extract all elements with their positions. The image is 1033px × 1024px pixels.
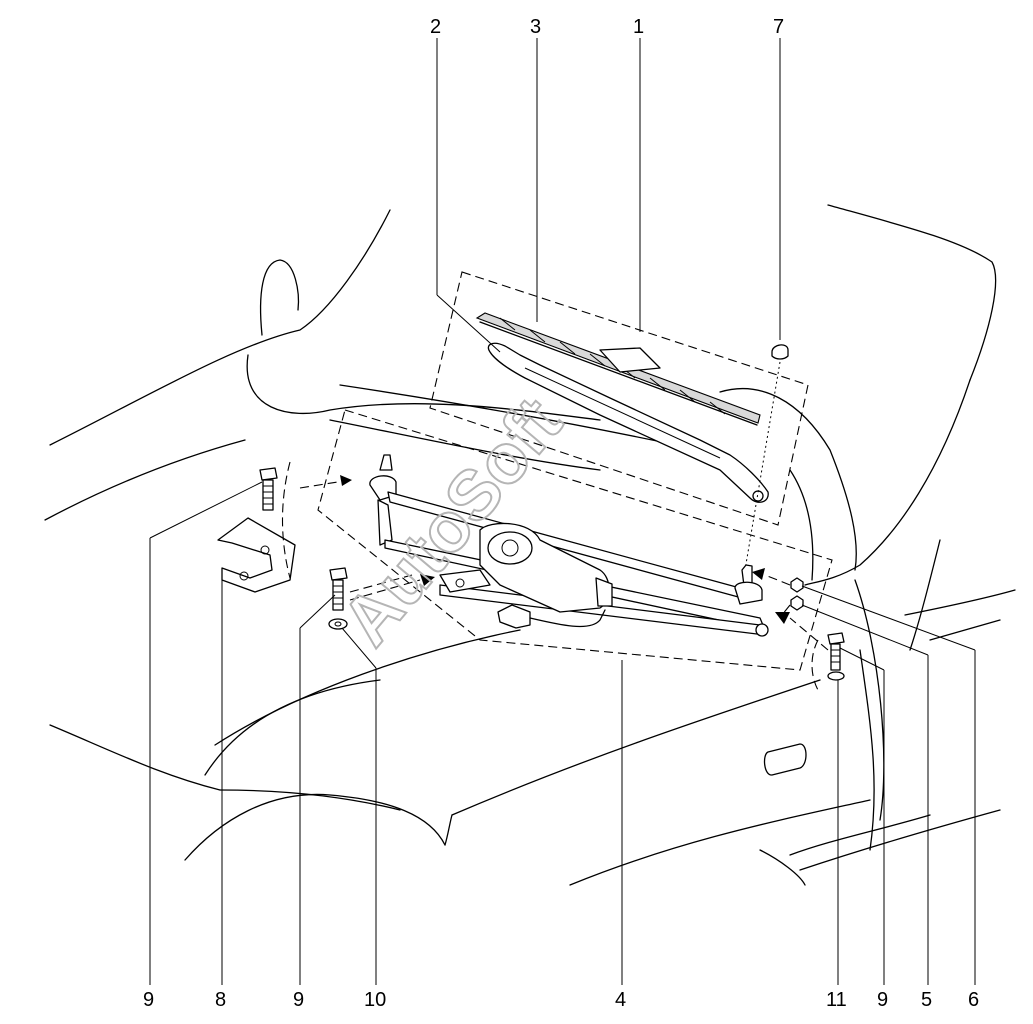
- callout-9-right: 9: [877, 989, 888, 1011]
- bracket: [217, 517, 296, 593]
- wiper-blade: [475, 312, 761, 426]
- wiper-arm: [487, 342, 769, 503]
- callout-10: 10: [364, 989, 386, 1011]
- nuts: [790, 577, 804, 611]
- wiper-linkage: [369, 454, 769, 637]
- bolt-left-upper: [259, 467, 278, 511]
- callout-11: 11: [826, 989, 847, 1011]
- callout-9-left: 9: [143, 989, 154, 1011]
- callout-3: 3: [530, 16, 541, 38]
- callout-5: 5: [921, 989, 932, 1011]
- callout-6: 6: [968, 989, 979, 1011]
- insertion-arrows: [282, 461, 829, 691]
- car-body-outline: [44, 204, 1016, 886]
- watermark: AutoSoft: [327, 383, 577, 659]
- wiper-arm-group-outline: [429, 271, 809, 526]
- callout-2: 2: [430, 16, 441, 38]
- bolt-left-lower: [328, 567, 348, 630]
- callout-1: 1: [633, 16, 644, 38]
- arm-nut-cap: [744, 344, 789, 571]
- leader-lines: [149, 38, 976, 985]
- bolt-right: [827, 632, 845, 681]
- callout-7: 7: [773, 16, 784, 38]
- callout-9-middle: 9: [293, 989, 304, 1011]
- callout-4: 4: [615, 989, 626, 1011]
- callout-8: 8: [215, 989, 226, 1011]
- callout-numbers: 1 2 3 7 9 8 9 10 4 11 9 5 6: [143, 16, 979, 1011]
